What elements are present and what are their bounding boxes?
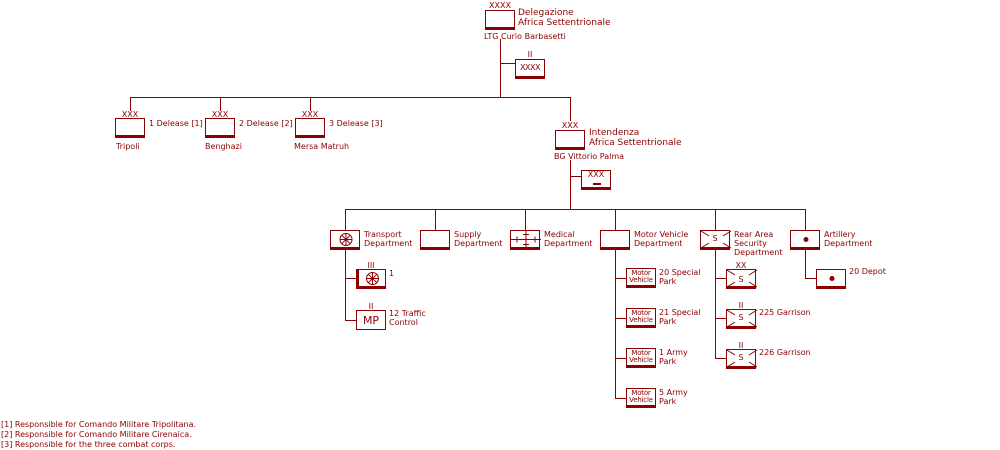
footnote-3: [3] Responsible for the three combat cor… [1, 440, 176, 449]
rear-unit-echelon: XX [735, 261, 747, 270]
rear-unit-symbol: S [726, 349, 758, 369]
top-hq-symbol: XXXX [515, 59, 545, 79]
motor-vehicle-symbol [600, 230, 630, 250]
motor-park-symbol: Motor Vehicle [626, 268, 656, 288]
motor-park-top: Motor [631, 388, 651, 397]
motor-vehicle-line2: Department [634, 239, 683, 248]
medical-line2: Department [544, 239, 593, 248]
rear-area-line3: Department [734, 248, 783, 257]
top-name-line2: Africa Settentrionale [518, 18, 611, 28]
delease-echelon: XXX [301, 110, 319, 119]
top-echelon: XXXX [489, 1, 511, 10]
transport-unit-label: 1 [389, 269, 395, 278]
delease-label: 1 Delease [1] [149, 119, 203, 128]
rear-unit-label: 226 Garrison [759, 348, 811, 357]
intendenza-name-line1: Intendenza [589, 128, 640, 138]
military-police-symbol: MP [356, 310, 386, 330]
transport-unit-line2: Control [389, 318, 418, 327]
rear-unit-inner: S [738, 352, 744, 362]
rear-area-inner: S [712, 233, 718, 243]
rear-area-line1: Rear Area [734, 230, 774, 239]
supply-symbol [420, 230, 450, 250]
rear-unit-inner: S [738, 275, 744, 284]
wheel-icon [339, 233, 353, 246]
transport-unit-symbol [356, 269, 386, 289]
supply-line1: Supply [454, 230, 482, 239]
rear-area-symbol: S [700, 230, 732, 250]
artillery-dot-icon [803, 237, 809, 242]
motor-park-line1: 20 Special [659, 268, 701, 277]
motor-park-symbol: Motor Vehicle [626, 388, 656, 408]
motor-park-symbol: Motor Vehicle [626, 348, 656, 368]
artillery-depot-symbol [816, 269, 846, 289]
top-command-symbol [485, 10, 515, 30]
transport-unit-echelon: III [367, 261, 375, 270]
motor-park-line1: 5 Army [659, 388, 688, 397]
rear-unit-symbol: S [726, 309, 758, 329]
wheel-icon [366, 272, 379, 285]
motor-park-line1: 1 Army [659, 348, 688, 357]
motor-park-bottom: Vehicle [629, 395, 653, 404]
top-commander: LTG Curio Barbasetti [484, 32, 566, 41]
hq-dash-icon [593, 183, 601, 185]
supply-line2: Department [454, 239, 503, 248]
rear-area-line2: Security [734, 239, 767, 248]
artillery-line2: Department [824, 239, 873, 248]
intendenza-name-line2: Africa Settentrionale [589, 138, 682, 148]
transport-line2: Department [364, 239, 413, 248]
intendenza-commander: BG Vittorio Palma [554, 152, 625, 161]
delease-symbol [205, 118, 235, 138]
medical-symbol [510, 230, 541, 250]
artillery-depot-label: 20 Depot [849, 267, 886, 276]
artillery-line1: Artillery [824, 230, 856, 239]
delease-symbol [115, 118, 145, 138]
delease-echelon: XXX [121, 110, 139, 119]
rear-unit-symbol: S [726, 269, 758, 289]
motor-park-line2: Park [659, 317, 677, 326]
delease-symbol [295, 118, 325, 138]
artillery-dot-icon [829, 276, 835, 281]
delease-echelon: XXX [211, 110, 229, 119]
top-name-line1: Delegazione [518, 8, 574, 18]
rear-unit-echelon: II [738, 301, 744, 310]
transport-unit-echelon: II [368, 302, 374, 311]
intendenza-symbol [555, 130, 585, 150]
motor-park-symbol: Motor Vehicle [626, 308, 656, 328]
rear-unit-inner: S [738, 312, 744, 322]
top-hq-inner: XXXX [520, 62, 540, 72]
footnote-1: [1] Responsible for Comando Militare Tri… [1, 420, 197, 429]
delease-label: 2 Delease [2] [239, 119, 293, 128]
motor-park-line1: 21 Special [659, 308, 701, 317]
motor-park-bottom: Vehicle [629, 275, 653, 284]
motor-park-line2: Park [659, 357, 677, 366]
motor-park-bottom: Vehicle [629, 315, 653, 324]
mp-inner: MP [362, 313, 380, 327]
transport-line1: Transport [364, 230, 402, 239]
delease-place: Benghazi [205, 142, 242, 151]
delease-place: Tripoli [116, 142, 140, 151]
motor-park-top: Motor [631, 348, 651, 357]
intendenza-hq-symbol: XXX [581, 170, 611, 190]
motor-park-top: Motor [631, 268, 651, 277]
transport-symbol [330, 230, 360, 250]
motor-park-bottom: Vehicle [629, 355, 653, 364]
medical-line1: Medical [544, 230, 575, 239]
rear-unit-echelon: II [738, 341, 744, 350]
medical-cross-icon [511, 231, 541, 248]
intendenza-echelon: XXX [561, 121, 579, 130]
delease-label: 3 Delease [3] [329, 119, 383, 128]
motor-park-line2: Park [659, 277, 677, 286]
top-hq-echelon: II [527, 50, 533, 59]
footnote-2: [2] Responsible for Comando Militare Cir… [1, 430, 192, 439]
motor-park-line2: Park [659, 397, 677, 406]
motor-park-top: Motor [631, 308, 651, 317]
transport-unit-line1: 12 Traffic [389, 309, 426, 318]
artillery-symbol [790, 230, 820, 250]
delease-place: Mersa Matruh [294, 142, 350, 151]
motor-vehicle-line1: Motor Vehicle [634, 230, 689, 239]
intendenza-hq-inner: XXX [587, 169, 605, 179]
rear-unit-label: 225 Garrison [759, 308, 811, 317]
